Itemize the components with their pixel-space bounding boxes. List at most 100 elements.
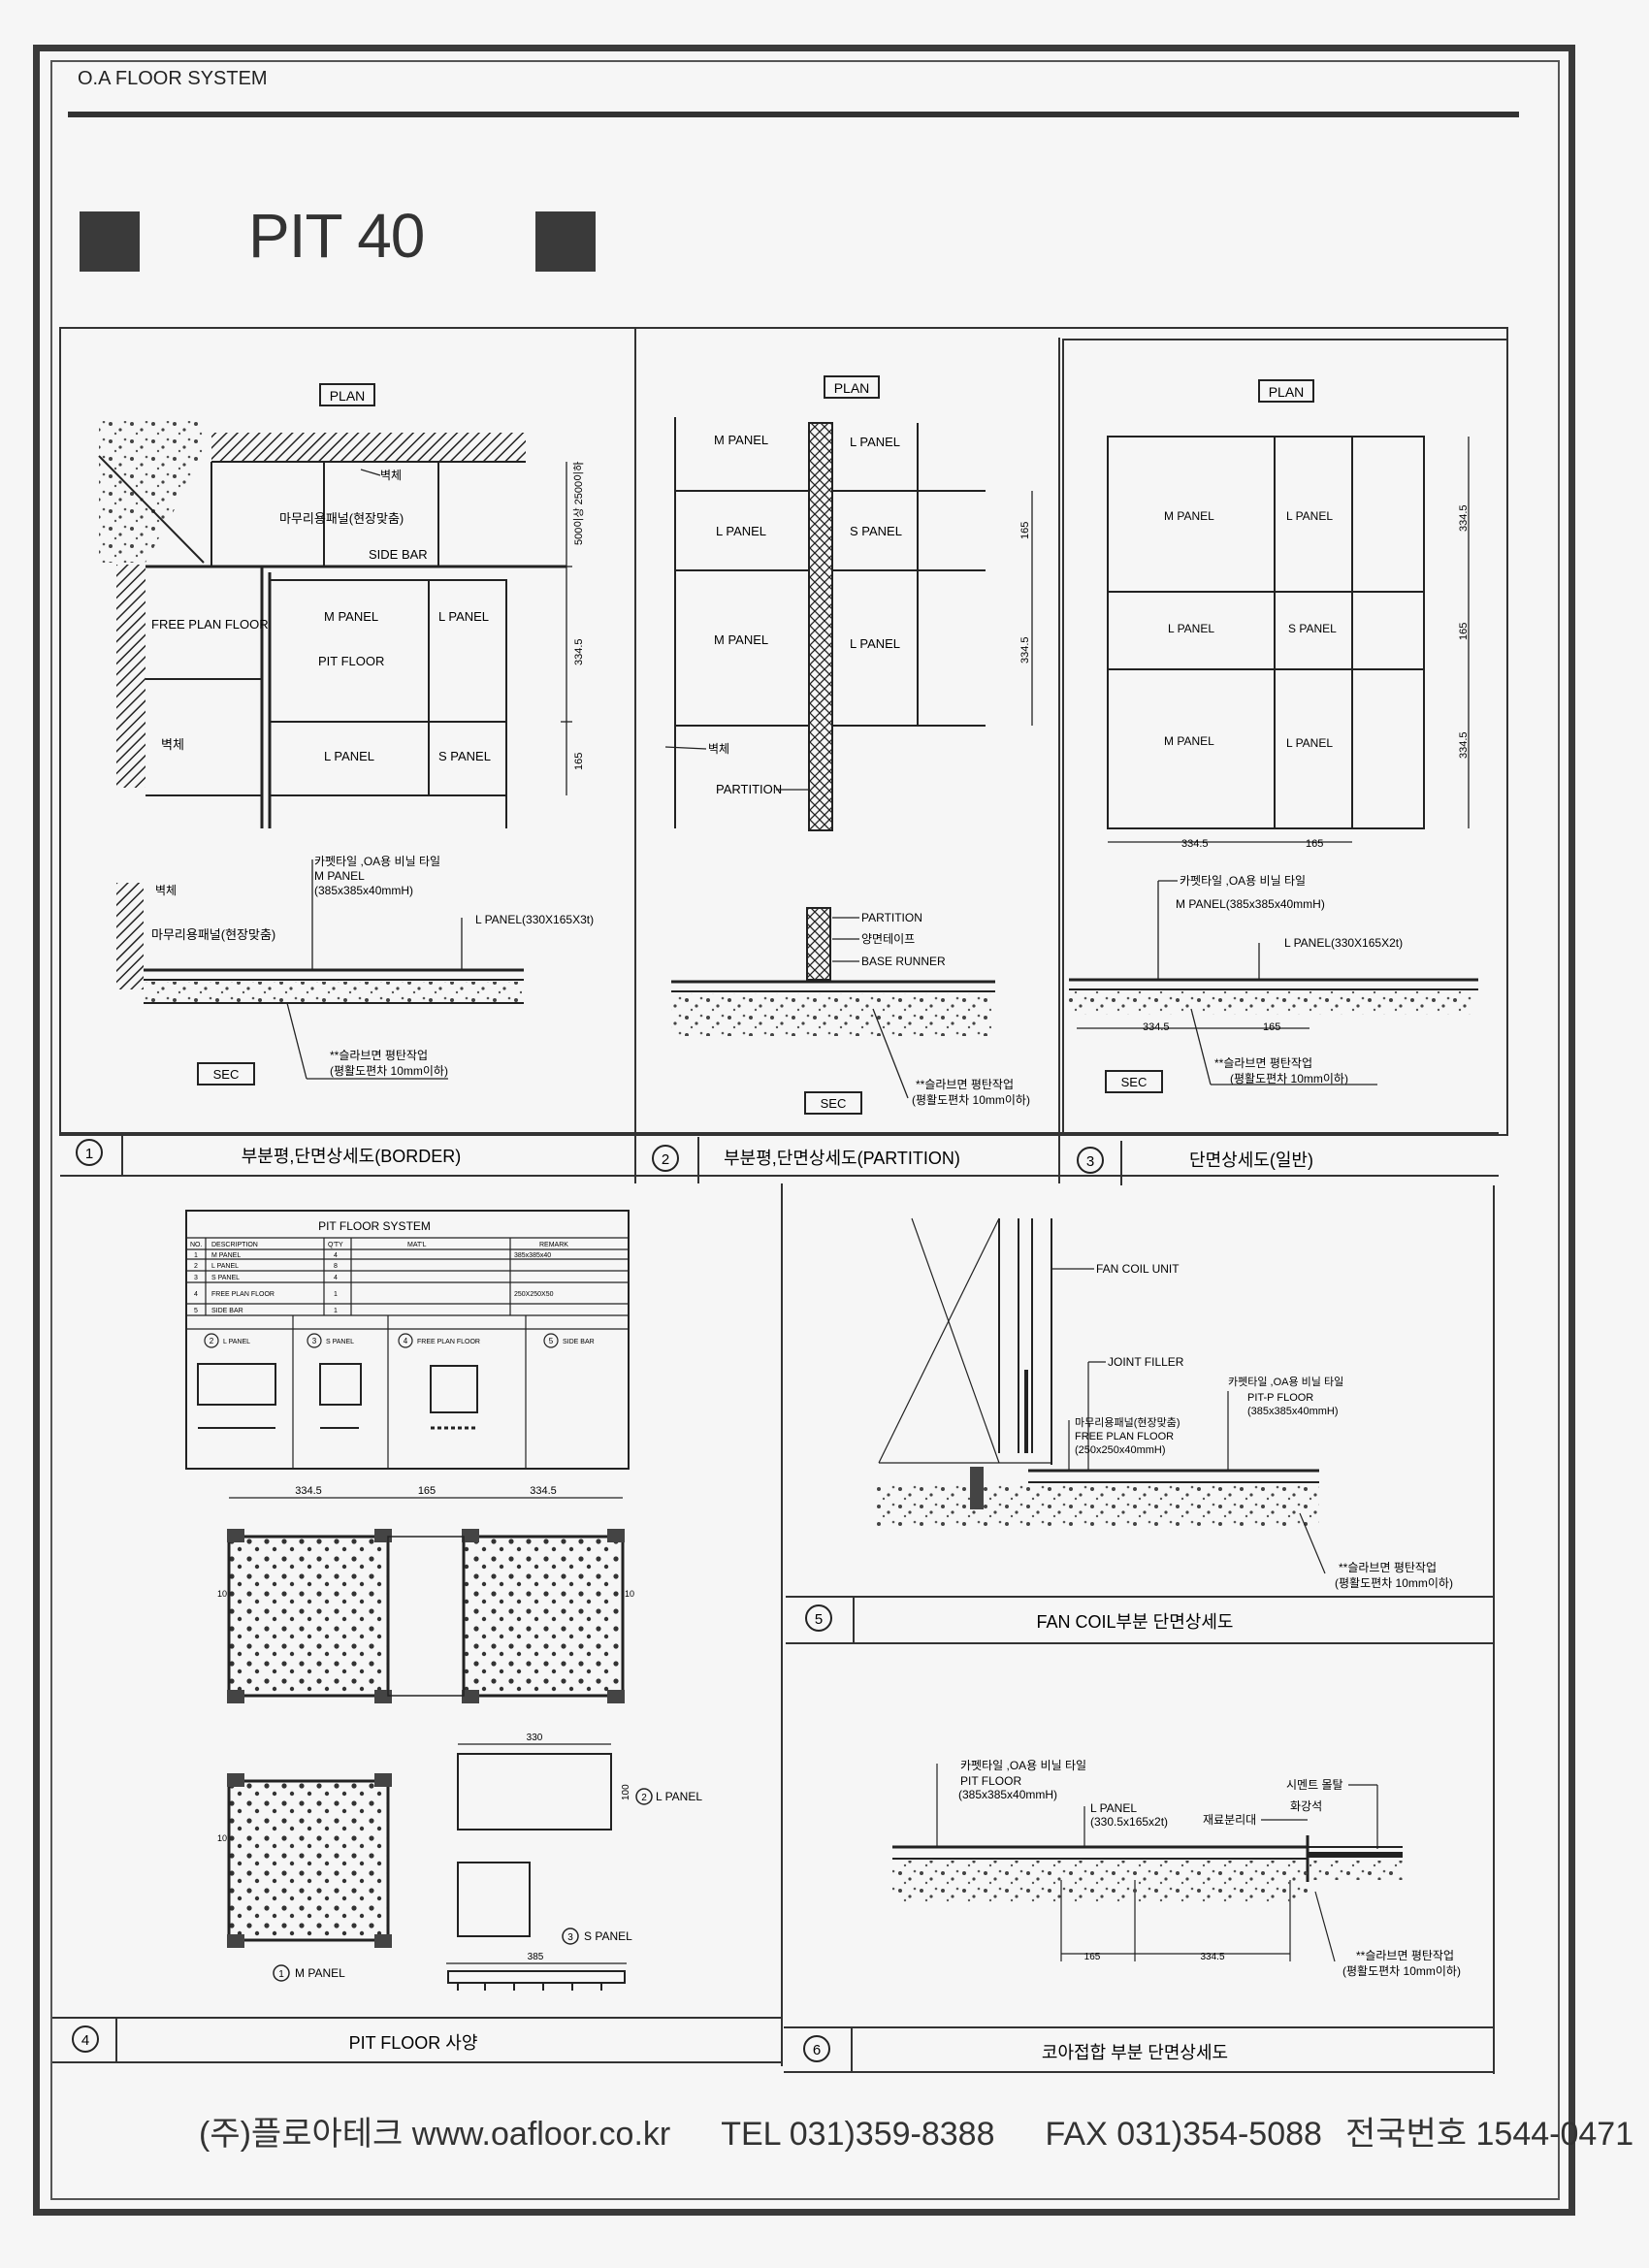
m-panel-drawing xyxy=(227,1497,625,1948)
s-num-4: 3 xyxy=(567,1932,573,1943)
l-panel-label-3c: L PANEL xyxy=(1286,736,1333,750)
caption-6: 코아접합 부분 단면상세도 xyxy=(1042,2043,1228,2062)
cement-mortar-label: 시멘트 몰탈 xyxy=(1286,1778,1343,1792)
wall-label-sec-1: 벽체 xyxy=(155,884,177,897)
dim-3345-3v: 334.5 xyxy=(1458,504,1470,532)
system-title: O.A FLOOR SYSTEM xyxy=(78,68,268,89)
panel-number-4: 4 xyxy=(81,2032,89,2049)
td-r1-remark: 385x385x40 xyxy=(514,1252,551,1259)
separator-label: 재료분리대 xyxy=(1203,1813,1256,1827)
l-panel-label-1b: L PANEL xyxy=(324,749,374,763)
wall-label-plan-1b: 벽체 xyxy=(161,737,184,752)
carpet-tile-5: 카펫타일 ,OA용 비닐 타일 xyxy=(1228,1375,1343,1388)
s-panel-label-4: S PANEL xyxy=(584,1929,632,1943)
th-description: DESCRIPTION xyxy=(211,1242,258,1248)
partition-wall xyxy=(808,422,833,831)
finish-panel-sec-1: 마무리용패널(현장맞춤) xyxy=(151,927,275,942)
sec-label-3: SEC xyxy=(1121,1075,1148,1089)
caption-1: 부분평,단면상세도(BORDER) xyxy=(242,1147,461,1166)
slab-note-3a: **슬라브면 평탄작업 xyxy=(1214,1056,1312,1070)
partition-label-2b: PARTITION xyxy=(861,911,922,924)
wall-label-plan-1: 벽체 xyxy=(380,469,402,482)
th-no: NO. xyxy=(190,1242,203,1248)
panel-fan-coil-detail: FAN COIL UNIT JOINT FILLER 카펫타일 ,OA용 비닐 … xyxy=(805,1217,1453,1632)
partition-label-2a: PARTITION xyxy=(716,782,782,796)
dim-385: 385 xyxy=(528,1952,544,1962)
base-runner-label: BASE RUNNER xyxy=(861,955,946,968)
dim-100: 100 xyxy=(621,1784,631,1800)
s-panel-label-1: S PANEL xyxy=(438,749,491,763)
finish-panel-5: 마무리용패널(현장맞춤) xyxy=(1075,1416,1180,1429)
plan-label-box-1 xyxy=(319,383,375,406)
title-block-left xyxy=(80,211,140,272)
panel-number-1: 1 xyxy=(85,1146,93,1162)
spec-table xyxy=(185,1210,630,1470)
dim-165-3s: 165 xyxy=(1263,1021,1280,1033)
sec-label-2: SEC xyxy=(821,1096,847,1111)
dim-10-4a: 10 xyxy=(217,1589,227,1599)
th-qty: Q'TY xyxy=(328,1242,343,1248)
l-panel-label-2a: L PANEL xyxy=(850,435,900,449)
slab-note-2a: **슬라브면 평탄작업 xyxy=(916,1078,1014,1091)
td-r5-no: 5 xyxy=(194,1308,198,1314)
td-r3-qty: 4 xyxy=(334,1275,338,1281)
wall-hatch-top xyxy=(211,433,526,462)
td-r1-qty: 4 xyxy=(334,1252,338,1259)
company-fax: FAX 031)354-5088 xyxy=(1045,2116,1322,2153)
side-bar-label: SIDE BAR xyxy=(369,547,428,562)
dim-3345-3a: 334.5 xyxy=(1181,838,1209,850)
m-panel-dim-1: (385x385x40mmH) xyxy=(314,884,413,897)
dim-3345-3v2: 334.5 xyxy=(1458,731,1470,759)
slab-note-2b: (평활도편차 10mm이하) xyxy=(912,1093,1030,1107)
l-panel-dim-6: (330.5x165x2t) xyxy=(1090,1815,1168,1829)
dim-3345-4b: 334.5 xyxy=(530,1485,557,1497)
dim-10-4c: 10 xyxy=(217,1833,227,1843)
l-panel-label-4: L PANEL xyxy=(656,1790,702,1803)
dim-330: 330 xyxy=(527,1733,543,1743)
wall-label-2: 벽체 xyxy=(708,742,729,756)
title-block-right xyxy=(535,211,596,272)
carpet-tile-3: 카펫타일 ,OA용 비닐 타일 xyxy=(1180,874,1306,888)
td-r3-desc: S PANEL xyxy=(211,1275,240,1281)
outer-frame xyxy=(33,45,1575,2216)
dim-165-6: 165 xyxy=(1084,1952,1101,1962)
sec-label-1: SEC xyxy=(213,1067,240,1082)
table-title: PIT FLOOR SYSTEM xyxy=(318,1219,431,1233)
inner-frame xyxy=(50,60,1560,2200)
panel-number-5: 5 xyxy=(815,1611,823,1628)
carpet-tile-6: 카펫타일 ,OA용 비닐 타일 xyxy=(960,1759,1086,1772)
joint-filler-label: JOINT FILLER xyxy=(1108,1355,1184,1369)
s-panel-label-3: S PANEL xyxy=(1288,622,1337,635)
fpf-label-5: FREE PLAN FLOOR xyxy=(1075,1431,1174,1442)
dim-3345-3s: 334.5 xyxy=(1143,1021,1170,1033)
dim-3345-1: 334.5 xyxy=(573,638,585,665)
dim-3345-6: 334.5 xyxy=(1200,1952,1224,1962)
panel-number-2: 2 xyxy=(662,1151,669,1168)
slab-note-1a: **슬라브면 평탄작업 xyxy=(330,1049,428,1062)
dim-165-1: 165 xyxy=(573,753,585,770)
slab-note-3b: (평활도편차 10mm이하) xyxy=(1230,1072,1348,1085)
slab-note-1b: (평활도편차 10mm이하) xyxy=(330,1064,448,1078)
finish-panel-label-1: 마무리용패널(현장맞춤) xyxy=(279,511,404,526)
slab-note-5a: **슬라브면 평탄작업 xyxy=(1339,1561,1437,1574)
td-r1-no: 1 xyxy=(194,1252,198,1259)
l-panel-label-2c: L PANEL xyxy=(850,636,900,651)
panel-core-joint-detail: 카펫타일 ,OA용 비닐 타일 PIT FLOOR (385x385x40mmH… xyxy=(803,1759,1461,2062)
td-r4-remark: 250X250X50 xyxy=(514,1291,554,1298)
th-matl: MAT'L xyxy=(407,1242,427,1248)
td-r2-qty: 8 xyxy=(334,1263,338,1270)
td-r4-no: 4 xyxy=(194,1291,198,1298)
sub-label-fpf: FREE PLAN FLOOR xyxy=(417,1339,480,1345)
fan-coil-unit-label: FAN COIL UNIT xyxy=(1096,1262,1180,1276)
caption-3: 단면상세도(일반) xyxy=(1189,1150,1313,1170)
m-panel-label-2a: M PANEL xyxy=(714,433,768,447)
dim-vertical-1: 500이상 2500이하 xyxy=(571,462,585,545)
dim-165-3v: 165 xyxy=(1458,623,1470,640)
company-website: (주)플로아테크 www.oafloor.co.kr xyxy=(199,2116,671,2153)
panel-border-detail: PLAN xyxy=(76,383,594,1166)
l-panel-spec-3: L PANEL(330X165X2t) xyxy=(1284,936,1403,950)
panel-pit-floor-spec: PIT FLOOR SYSTEM NO. DESCRIPTION xyxy=(72,1210,702,2053)
pitp-floor-label: PIT-P FLOOR xyxy=(1247,1392,1313,1404)
sub-num-fpf: 4 xyxy=(404,1337,408,1345)
